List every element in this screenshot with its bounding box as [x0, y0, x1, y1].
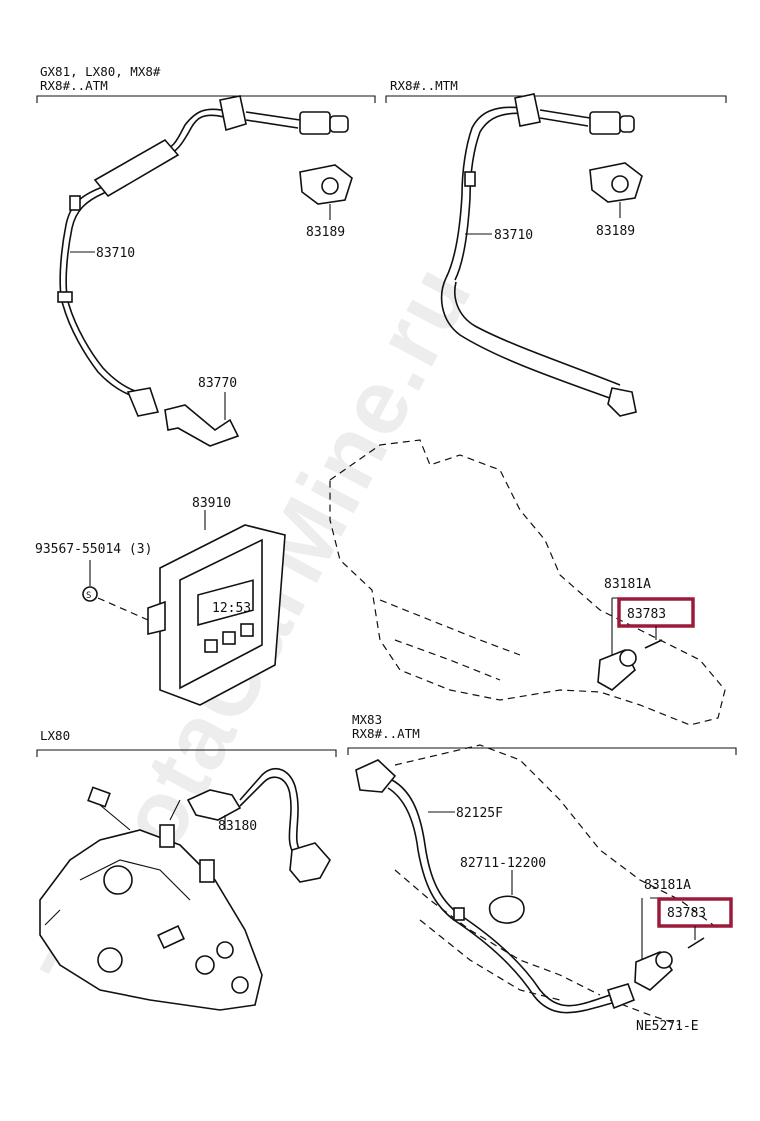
part-label-highlighted: 83783: [667, 906, 706, 921]
section-bracket: [385, 95, 727, 103]
connector: [289, 842, 331, 883]
part-label: 83180: [218, 819, 257, 834]
transmission-outline: [394, 744, 721, 931]
part-label: 83181A: [644, 878, 691, 893]
section-bottom-left: LX80 83180: [36, 728, 337, 1011]
cable-clip: [57, 291, 73, 303]
part-label: 82711-12200: [460, 856, 546, 871]
part-label: 83189: [306, 225, 345, 240]
section-header: RX8#..MTM: [390, 78, 458, 93]
cable-clip: [69, 195, 81, 211]
clock-display: [197, 579, 254, 626]
speed-sensor-gear: [597, 639, 663, 691]
mounting-bracket: [147, 600, 166, 636]
indicator-unit: 12:53: [147, 510, 286, 706]
part-label: 83189: [596, 224, 635, 239]
part-label: 82125F: [456, 806, 503, 821]
cable-end-fitting: [299, 111, 331, 135]
transmission-outline: [329, 439, 726, 726]
part-label: 83710: [494, 228, 533, 243]
injection-pump: [39, 786, 263, 1011]
cable-adapter: [164, 392, 240, 447]
svg-text:S: S: [86, 591, 91, 601]
cable-end-fitting: [607, 387, 637, 417]
grommet: [514, 93, 541, 127]
speedometer-cable: [440, 93, 637, 417]
section-bottom-right: MX83 RX8#..ATM 82125F 82711-12200 83181A…: [347, 712, 737, 1034]
part-label: 83770: [198, 376, 237, 391]
section-header: LX80: [40, 728, 70, 743]
part-label-highlighted: 83783: [627, 607, 666, 622]
section-header: GX81, LX80, MX8#: [40, 64, 161, 79]
section-header: RX8#..ATM: [40, 78, 108, 93]
cable-clip: [453, 907, 465, 921]
wire-harness: [355, 759, 636, 1014]
sensor-connector: [299, 164, 353, 220]
speed-sensor: [186, 767, 331, 883]
sensor-connector: [589, 162, 643, 218]
section-top-left: GX81, LX80, MX8# RX8#..ATM 83710 83189: [36, 64, 376, 447]
screw: S: [82, 560, 149, 621]
section-top-right: RX8#..MTM 83710 83189: [385, 78, 727, 417]
diagram-code: NE5271-E: [636, 1019, 699, 1034]
part-label: 83710: [96, 246, 135, 261]
part-label: 83181A: [604, 577, 651, 592]
grommet: [219, 95, 247, 132]
cable-sleeve: [93, 138, 180, 198]
cable-end-fitting: [589, 111, 621, 135]
cable-clip: [464, 171, 476, 187]
connector: [606, 983, 636, 1010]
section-header: RX8#..ATM: [352, 726, 420, 741]
speedometer-cable: [57, 95, 349, 417]
section-bracket: [36, 95, 376, 103]
clock-readout: 12:53: [212, 601, 251, 616]
section-header: MX83: [352, 712, 382, 727]
part-label: 93567-55014 (3): [35, 542, 152, 557]
section-middle: 12:53 83910 S 93567-55014 (3) 83181A 837…: [35, 439, 726, 726]
section-bracket: [347, 747, 737, 755]
cable-end-fitting: [126, 387, 160, 417]
harness-clamp: [488, 870, 525, 924]
section-bracket: [36, 749, 337, 757]
connector: [355, 759, 397, 793]
part-label: 83910: [192, 496, 231, 511]
speed-sensor-gear: [634, 937, 705, 991]
